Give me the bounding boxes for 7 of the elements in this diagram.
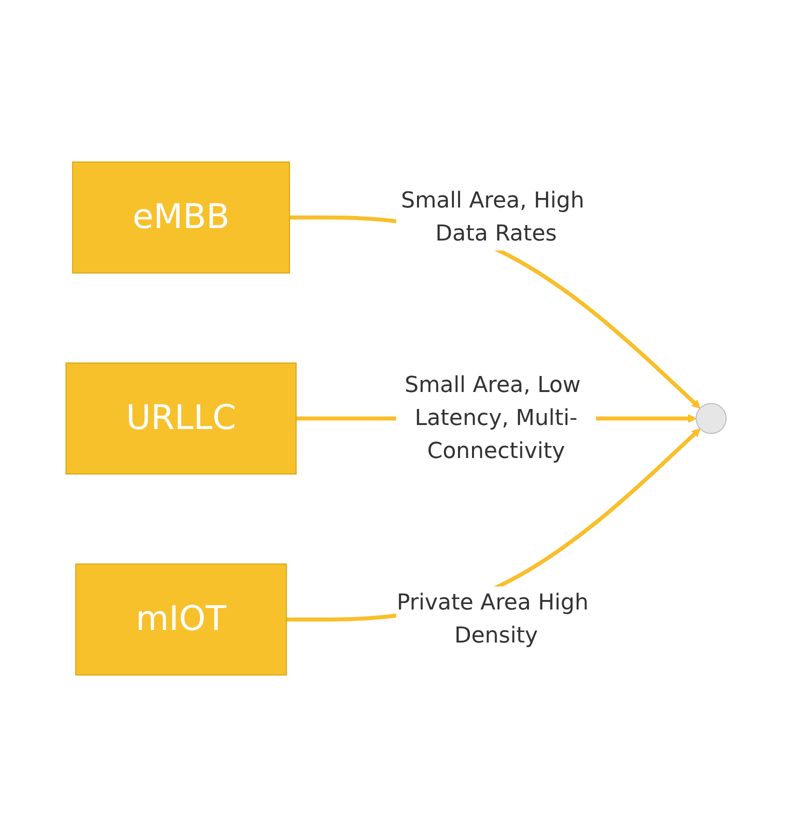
node-box: URLLC (66, 362, 298, 474)
node-circle (696, 402, 728, 434)
node-box: mIOT (76, 563, 288, 675)
edge-label: Small Area, Low Latency, Multi-Connectivity (405, 372, 582, 464)
node-box: eMBB (72, 161, 290, 273)
edge-label: Small Area, High Data Rates (401, 188, 585, 246)
edge-label: Private Area High Density (397, 590, 590, 648)
